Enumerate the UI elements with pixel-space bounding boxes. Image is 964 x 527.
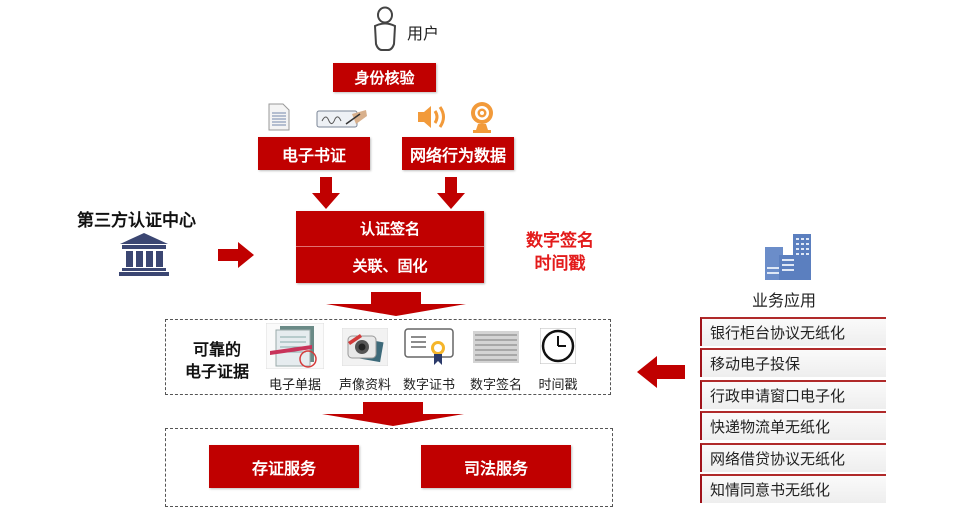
document-icon <box>268 103 290 135</box>
user-icon <box>370 6 400 52</box>
business-item: 知情同意书无纸化 <box>700 474 886 503</box>
business-item: 行政申请窗口电子化 <box>700 380 886 409</box>
evidence-title: 可靠的 电子证据 <box>177 339 257 383</box>
evidence-item-timestamp: 时间戳 <box>538 378 578 393</box>
identity-check-box: 身份核验 <box>333 63 436 92</box>
evidence-title-line1: 可靠的 <box>192 340 241 359</box>
webcam-icon <box>468 100 496 138</box>
services-panel <box>165 428 613 507</box>
business-title: 业务应用 <box>752 291 817 310</box>
digital-signature-icon <box>473 331 519 367</box>
core-line-sign: 认证签名 <box>296 211 484 247</box>
clock-icon <box>539 327 577 368</box>
arrow-down-icon <box>437 177 465 213</box>
big-arrow-down-icon <box>326 292 466 320</box>
evidence-panel <box>165 319 611 395</box>
business-item: 网络借贷协议无纸化 <box>700 443 886 472</box>
evidence-item-certificate: 数字证书 <box>402 378 455 393</box>
user-label: 用户 <box>407 24 440 43</box>
third-party-label: 第三方认证中心 <box>77 211 196 231</box>
core-line-bind: 关联、固化 <box>352 256 428 275</box>
city-buildings-icon <box>763 233 813 285</box>
evidence-item-e-receipt: 电子单据 <box>268 378 321 393</box>
business-item: 银行柜台协议无纸化 <box>700 317 886 346</box>
evidence-title-line2: 电子证据 <box>184 362 249 381</box>
evidence-item-digital-signature: 数字签名 <box>469 378 522 393</box>
business-item: 快递物流单无纸化 <box>700 411 886 440</box>
side-note-line1: 数字签名 <box>526 231 594 251</box>
core-auth-box: 认证签名 关联、固化 <box>296 211 484 283</box>
source-box-e-documents: 电子书证 <box>258 137 370 170</box>
arrow-left-icon <box>637 356 685 392</box>
source-box-network-behavior: 网络行为数据 <box>402 137 514 170</box>
side-note: 数字签名 时间戳 <box>510 230 610 276</box>
speaker-icon <box>416 103 448 135</box>
arrow-right-icon <box>218 242 254 272</box>
service-judicial: 司法服务 <box>421 445 571 488</box>
camera-photos-icon <box>341 327 389 370</box>
service-evidence-storage: 存证服务 <box>209 445 359 488</box>
side-note-line2: 时间戳 <box>534 254 586 274</box>
certificate-icon <box>404 328 454 370</box>
big-arrow-down-icon <box>322 402 464 430</box>
business-item: 移动电子投保 <box>700 348 886 377</box>
arrow-down-icon <box>312 177 340 213</box>
signature-pad-icon <box>316 108 368 134</box>
e-receipt-icon <box>265 322 325 373</box>
evidence-item-audio-video: 声像资料 <box>338 378 391 393</box>
bank-building-icon <box>118 232 170 280</box>
